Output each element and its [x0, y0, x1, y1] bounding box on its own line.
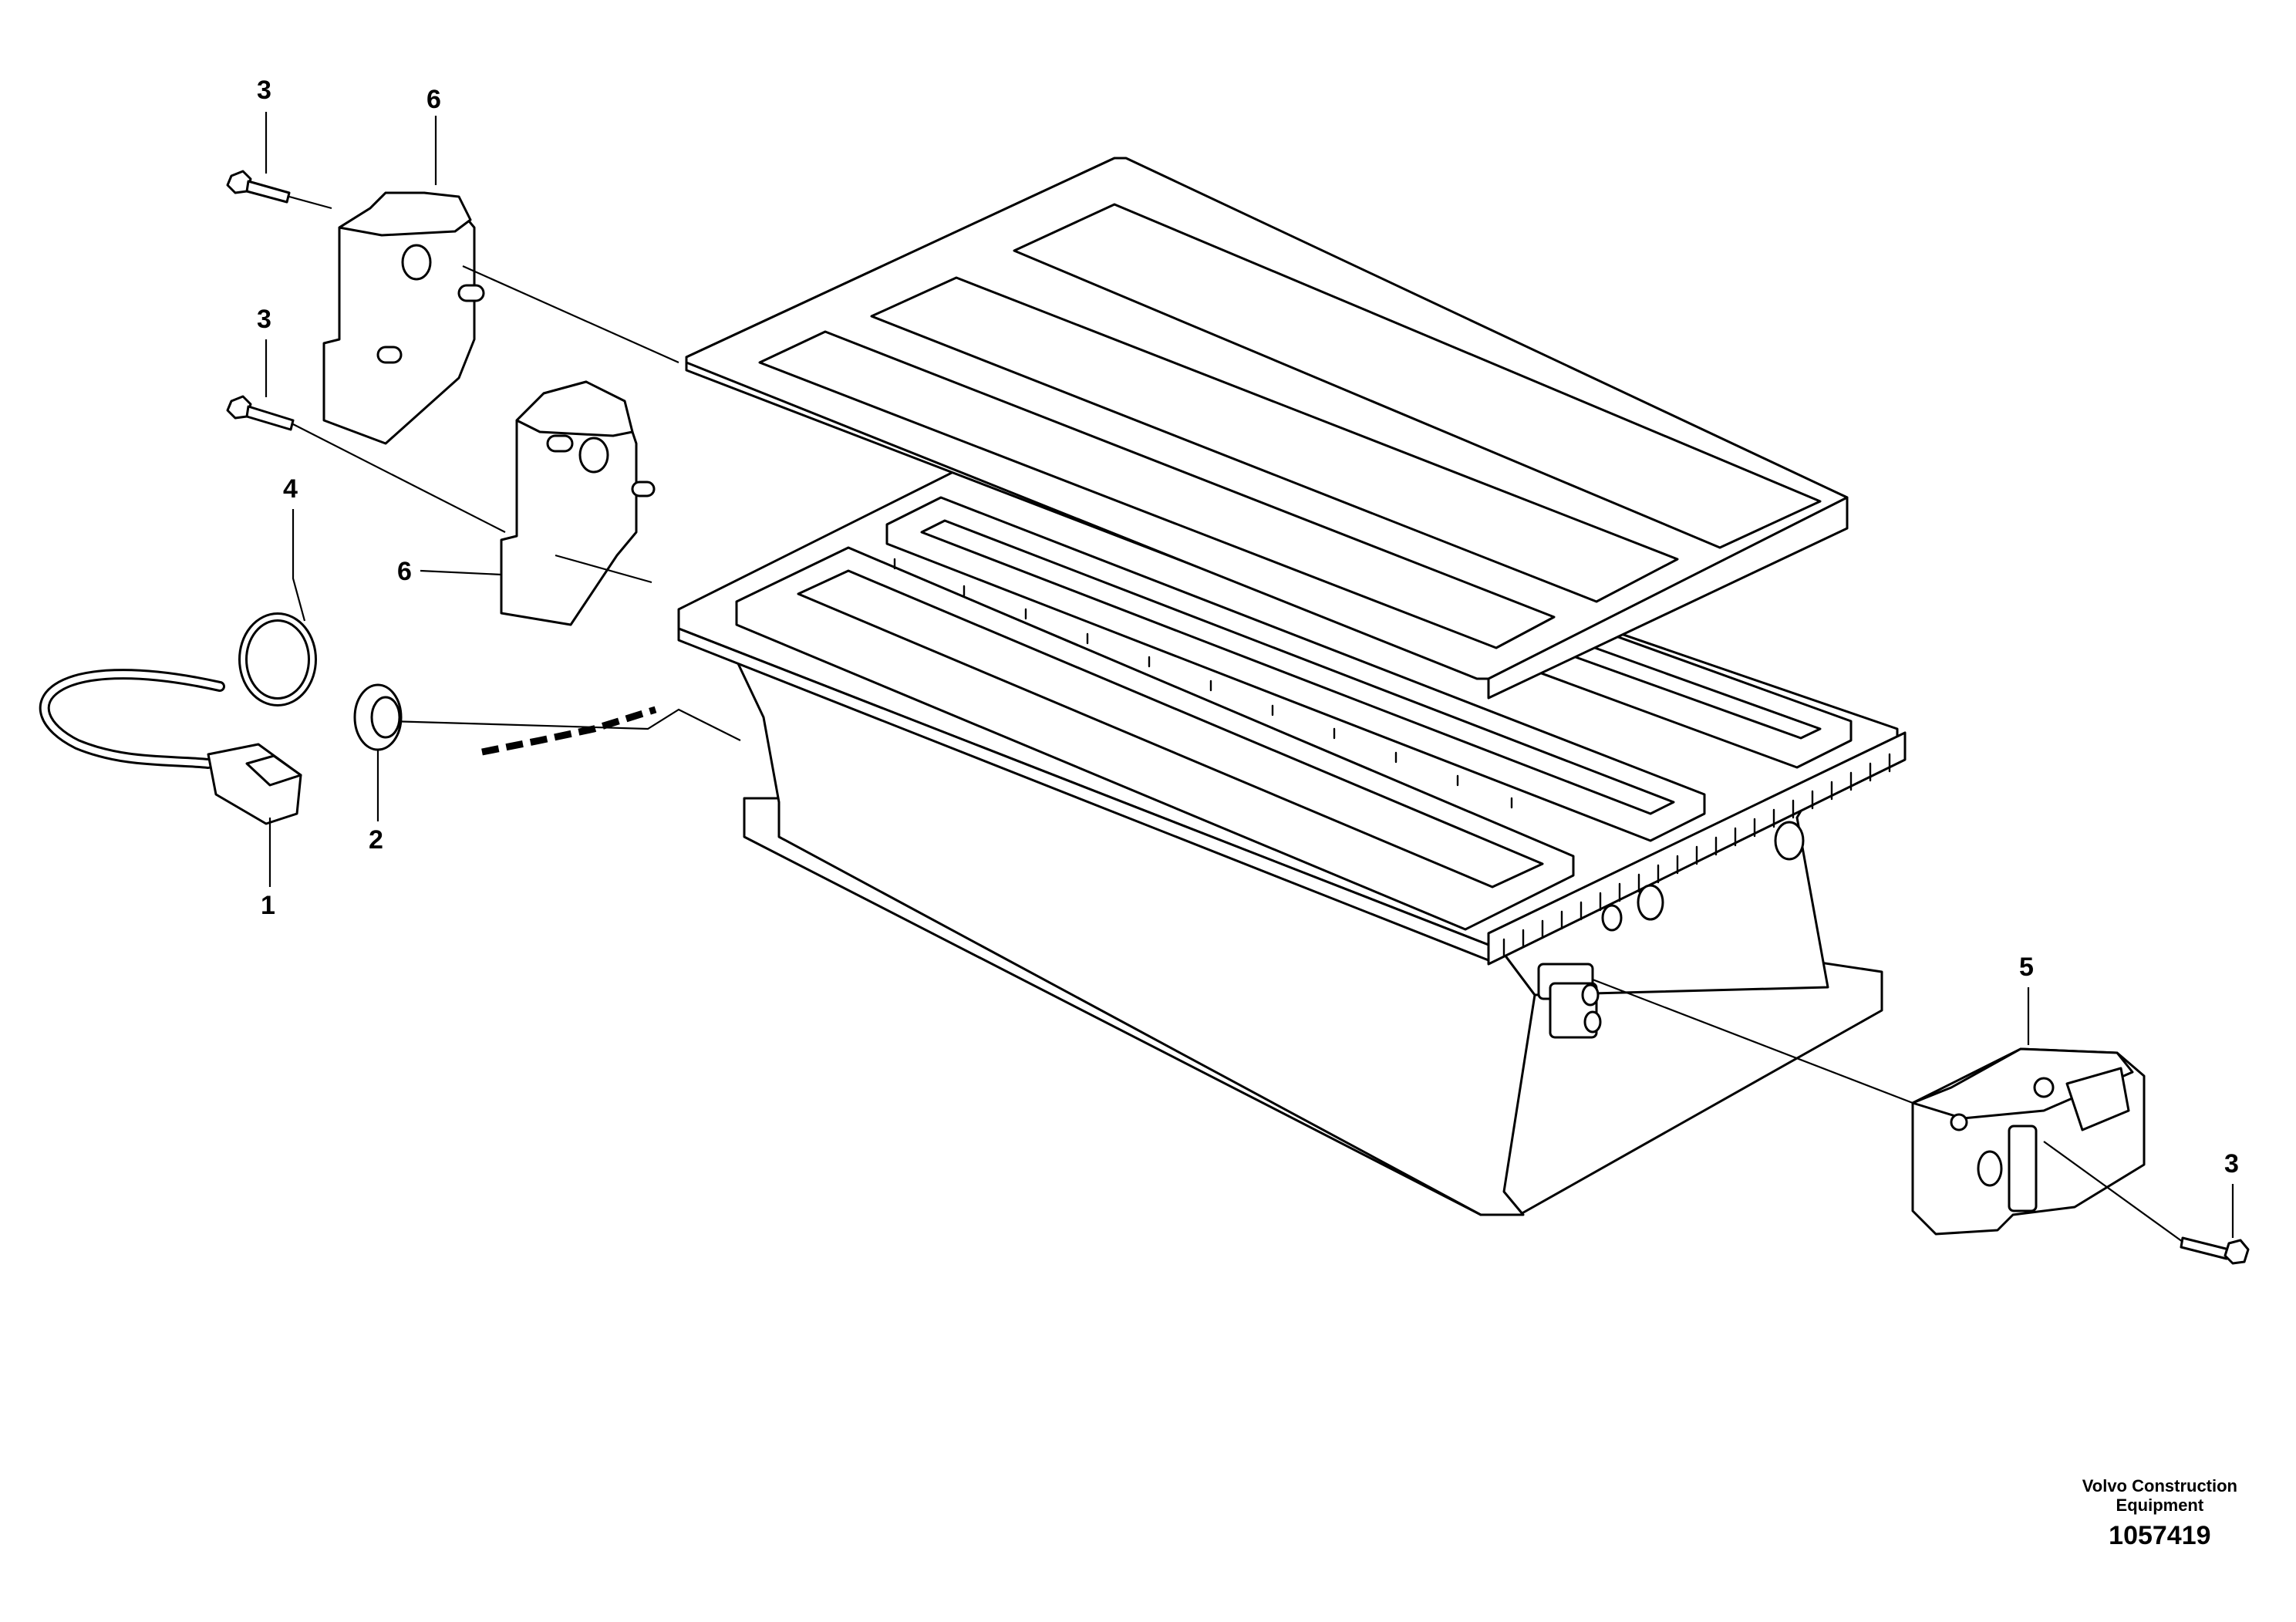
part-2-grommet — [353, 683, 403, 821]
callout-3: 3 — [257, 76, 271, 105]
side-port — [1637, 884, 1664, 921]
filter-frame-lid — [685, 157, 1849, 700]
part-6-actuator-upper — [322, 116, 485, 445]
part-3-screw-upper — [226, 112, 291, 204]
duct-housing — [677, 430, 1907, 1216]
callout-3: 3 — [257, 305, 271, 334]
part-1-connector — [39, 669, 302, 887]
drawing-number: 1057419 — [2109, 1521, 2211, 1550]
side-port — [1774, 821, 1805, 861]
callout-4: 4 — [283, 474, 298, 504]
callout-6: 6 — [426, 85, 441, 114]
side-port — [1601, 904, 1623, 932]
callout-6: 6 — [397, 557, 412, 586]
harness-run — [389, 706, 741, 756]
callout-3: 3 — [2224, 1149, 2239, 1179]
brand-line-1: Volvo Construction — [2082, 1476, 2237, 1496]
part-3-screw-middle — [226, 339, 295, 431]
drawing-footer: Volvo Construction Equipment 1057419 — [2082, 1476, 2237, 1551]
louvre-slots — [1502, 753, 1891, 958]
callout-2: 2 — [369, 825, 383, 855]
part-3-screw-right — [2180, 1184, 2250, 1265]
part-5-actuator — [1911, 987, 2146, 1236]
brand-line-2: Equipment — [2116, 1496, 2204, 1515]
callout-5: 5 — [2019, 953, 2034, 982]
assembly-lines — [288, 195, 2183, 1243]
part-4-cable-tie — [238, 509, 317, 706]
callout-1: 1 — [261, 891, 275, 920]
part-6-actuator-lower — [420, 380, 656, 626]
